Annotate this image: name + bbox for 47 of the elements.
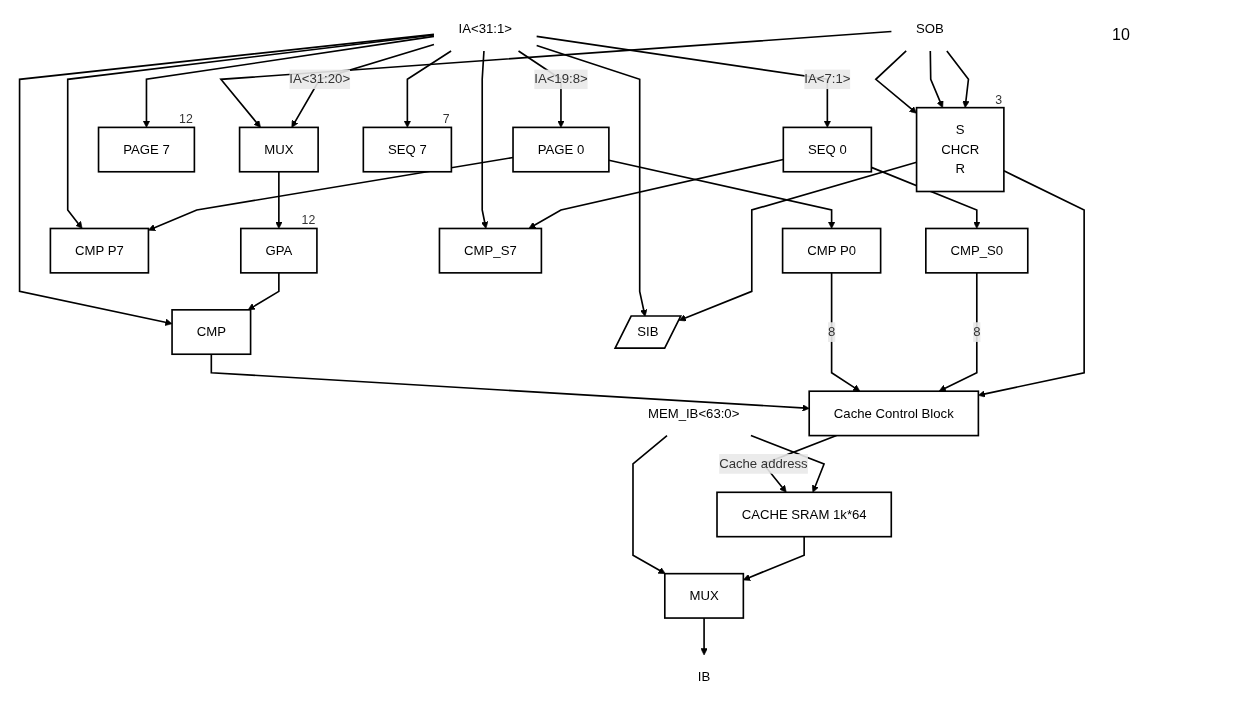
edge-label: IA<19:8> bbox=[534, 71, 588, 86]
node-box: SEQ 0 bbox=[782, 126, 873, 173]
arrow bbox=[830, 272, 861, 392]
arrow bbox=[535, 35, 832, 128]
bus-width-label: 7 bbox=[443, 112, 450, 127]
arrow bbox=[481, 50, 489, 229]
node-box: MUX bbox=[664, 572, 745, 619]
edge-label: 8 bbox=[828, 324, 836, 339]
node-text: IA<31:1> bbox=[458, 21, 513, 36]
node-box: PAGE 7 bbox=[97, 126, 196, 173]
arrow bbox=[743, 535, 806, 581]
node-box: MUX bbox=[238, 126, 320, 173]
bus-width-label: 3 bbox=[995, 92, 1003, 107]
node-box: GPA bbox=[240, 227, 318, 274]
arrow bbox=[929, 50, 944, 108]
node-box: CMP_S7 bbox=[438, 227, 543, 274]
node-box: PAGE 0 bbox=[512, 126, 610, 173]
node-box: CACHE SRAM 1k*64 bbox=[716, 491, 893, 538]
arrow bbox=[938, 272, 978, 392]
arrow bbox=[632, 434, 668, 574]
node-box: CMP bbox=[171, 309, 252, 356]
arrow bbox=[700, 617, 708, 656]
node-box: CMP P7 bbox=[49, 227, 150, 274]
note-label: 10 bbox=[1112, 26, 1131, 44]
node-text: IB bbox=[698, 669, 711, 684]
arrow bbox=[535, 44, 648, 317]
node-box: Cache Control Block bbox=[808, 390, 980, 437]
arrow bbox=[275, 170, 283, 229]
node-box: CMP_S0 bbox=[925, 227, 1029, 274]
arrow bbox=[750, 434, 826, 493]
node-text: MEM_IB<63:0> bbox=[648, 406, 740, 420]
bus-width-label: 12 bbox=[301, 213, 316, 228]
node-box: S CHCR R bbox=[915, 106, 1005, 193]
arrow bbox=[210, 353, 810, 412]
arrow bbox=[403, 50, 453, 128]
edge-label: Cache address bbox=[719, 456, 808, 471]
arrow bbox=[978, 170, 1086, 398]
edge-label: IA<31:20> bbox=[289, 71, 351, 86]
node-box: CMP P0 bbox=[781, 227, 882, 274]
edge-label: IA<7:1> bbox=[804, 71, 851, 86]
node-text: SOB bbox=[916, 21, 944, 36]
bus-width-label: 12 bbox=[179, 112, 193, 127]
node-box: SEQ 7 bbox=[362, 126, 453, 173]
arrow bbox=[247, 272, 280, 311]
edge-label: 8 bbox=[973, 324, 981, 339]
arrow bbox=[148, 156, 514, 231]
arrow bbox=[946, 50, 970, 108]
